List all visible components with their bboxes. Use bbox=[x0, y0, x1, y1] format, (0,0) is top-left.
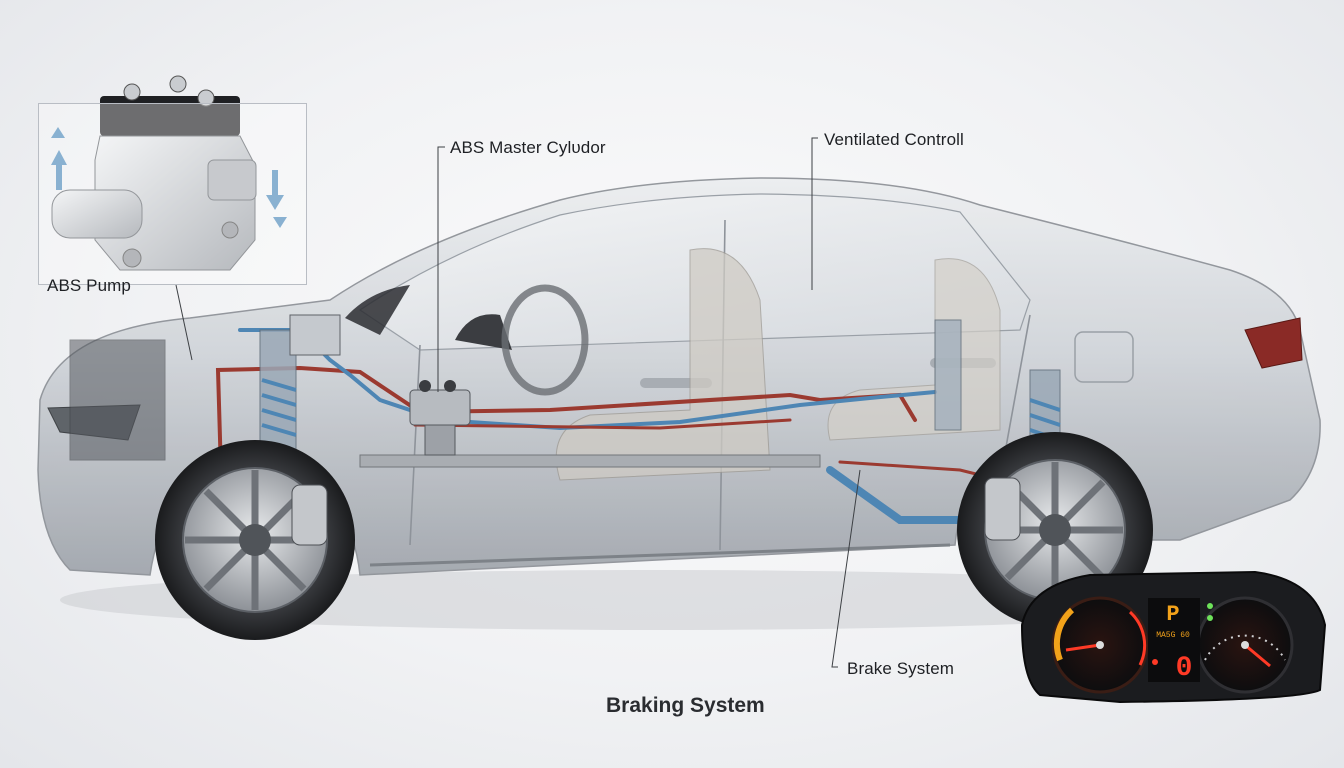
leader-lines bbox=[175, 137, 861, 668]
green-warning-light-icon-2 bbox=[1207, 615, 1213, 621]
label-brake-system: Brake System bbox=[847, 659, 955, 678]
abs-pump-inset-frame bbox=[38, 103, 307, 285]
digital-speed-readout: 0 bbox=[1176, 653, 1193, 684]
arrow-down-icon bbox=[266, 170, 287, 228]
front-suspension-strut bbox=[259, 314, 341, 451]
green-warning-light-icon bbox=[1207, 603, 1213, 609]
label-abs-pump: ABS Pump bbox=[47, 276, 131, 295]
gear-indicator: P bbox=[1166, 602, 1179, 627]
car-shadow bbox=[60, 570, 1260, 630]
car-body bbox=[37, 177, 1321, 576]
abs-master-cylinder-unit bbox=[409, 380, 471, 456]
rear-suspension-strut-2 bbox=[934, 319, 962, 431]
label-ventilated-control: Ventilated Controll bbox=[824, 130, 964, 149]
driveshaft bbox=[359, 454, 821, 468]
label-abs-master-cylinder: ABS Master Cylυdor bbox=[450, 138, 606, 157]
red-warning-light-icon bbox=[1152, 659, 1158, 665]
dashboard-display-line: MA5G 60 bbox=[1156, 631, 1190, 640]
arrow-up-icon bbox=[51, 127, 67, 190]
instrument-cluster: P MA5G 60 0 bbox=[1020, 570, 1327, 704]
tachometer-gauge-icon bbox=[1051, 596, 1149, 694]
front-wheel-icon bbox=[155, 440, 355, 640]
diagram-title: Braking System bbox=[606, 694, 765, 717]
speedometer-gauge-icon bbox=[1196, 596, 1294, 694]
abs-pump-illustration bbox=[51, 75, 257, 271]
